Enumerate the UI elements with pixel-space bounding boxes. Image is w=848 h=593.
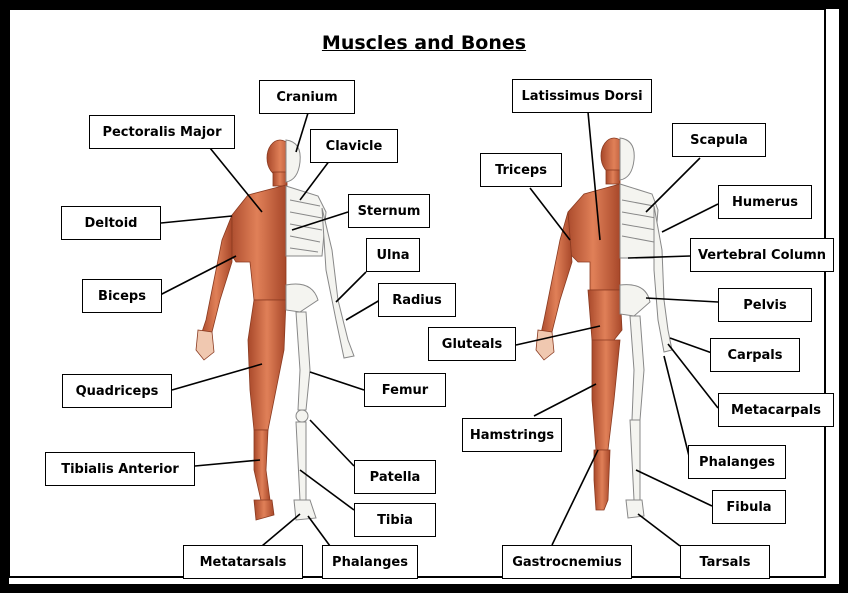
label-metatarsals: Metatarsals (183, 545, 303, 579)
label-tarsals: Tarsals (680, 545, 770, 579)
label-radius: Radius (378, 283, 456, 317)
label-deltoid: Deltoid (61, 206, 161, 240)
label-ulna: Ulna (366, 238, 420, 272)
label-fibula: Fibula (712, 490, 786, 524)
label-carpals: Carpals (710, 338, 800, 372)
label-sternum: Sternum (348, 194, 430, 228)
back-figure-skeleton (620, 138, 672, 518)
front-figure-muscles (200, 140, 293, 520)
back-hand (536, 330, 554, 360)
label-pelvis: Pelvis (718, 288, 812, 322)
label-cranium: Cranium (259, 80, 355, 114)
label-gastrocnemius: Gastrocnemius (502, 545, 632, 579)
label-pectoralis-major: Pectoralis Major (89, 115, 235, 149)
back-figure-muscles (540, 138, 627, 510)
label-phalanges-hand: Phalanges (688, 445, 786, 479)
label-biceps: Biceps (82, 279, 162, 313)
label-tibialis-anterior: Tibialis Anterior (45, 452, 195, 486)
label-tibia: Tibia (354, 503, 436, 537)
label-patella: Patella (354, 460, 436, 494)
label-femur: Femur (364, 373, 446, 407)
label-vertebral-column: Vertebral Column (690, 238, 834, 272)
label-clavicle: Clavicle (310, 129, 398, 163)
label-scapula: Scapula (672, 123, 766, 157)
label-gluteals: Gluteals (428, 327, 516, 361)
label-humerus: Humerus (718, 185, 812, 219)
front-figure-skeleton (286, 140, 354, 520)
label-latissimus-dorsi: Latissimus Dorsi (512, 79, 652, 113)
label-hamstrings: Hamstrings (462, 418, 562, 452)
label-quadriceps: Quadriceps (62, 374, 172, 408)
front-hand (196, 330, 214, 360)
label-triceps: Triceps (480, 153, 562, 187)
label-phalanges-foot: Phalanges (322, 545, 418, 579)
label-metacarpals: Metacarpals (718, 393, 834, 427)
